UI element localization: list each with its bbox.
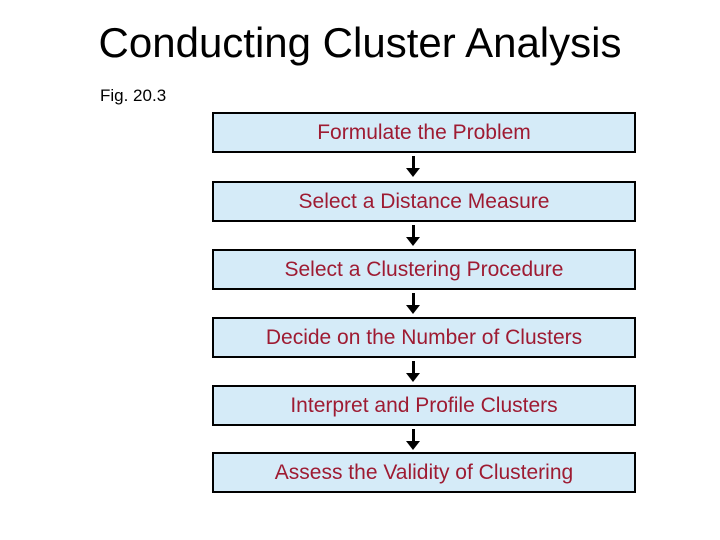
flow-step-label: Assess the Validity of Clustering [274, 460, 574, 484]
flow-step-label: Select a Clustering Procedure [284, 257, 564, 281]
flow-step-assess-validity: Assess the Validity of Clustering [212, 452, 636, 493]
flow-step-formulate-problem: Formulate the Problem [212, 112, 636, 153]
flow-step-decide-number-of-clusters: Decide on the Number of Clusters [212, 317, 636, 358]
down-arrow-icon [406, 293, 420, 314]
flow-step-label: Decide on the Number of Clusters [265, 325, 583, 349]
down-arrow-icon [406, 361, 420, 382]
flow-step-select-distance-measure: Select a Distance Measure [212, 181, 636, 222]
down-arrow-icon [406, 225, 420, 246]
flow-step-interpret-profile-clusters: Interpret and Profile Clusters [212, 385, 636, 426]
flow-step-label: Interpret and Profile Clusters [290, 393, 558, 417]
flow-step-label: Formulate the Problem [317, 120, 531, 144]
down-arrow-icon [406, 429, 420, 450]
flow-step-select-clustering-procedure: Select a Clustering Procedure [212, 249, 636, 290]
figure-label: Fig. 20.3 [100, 86, 167, 105]
down-arrow-icon [406, 156, 420, 177]
slide-title: Conducting Cluster Analysis [98, 19, 622, 66]
flow-step-label: Select a Distance Measure [298, 189, 550, 213]
